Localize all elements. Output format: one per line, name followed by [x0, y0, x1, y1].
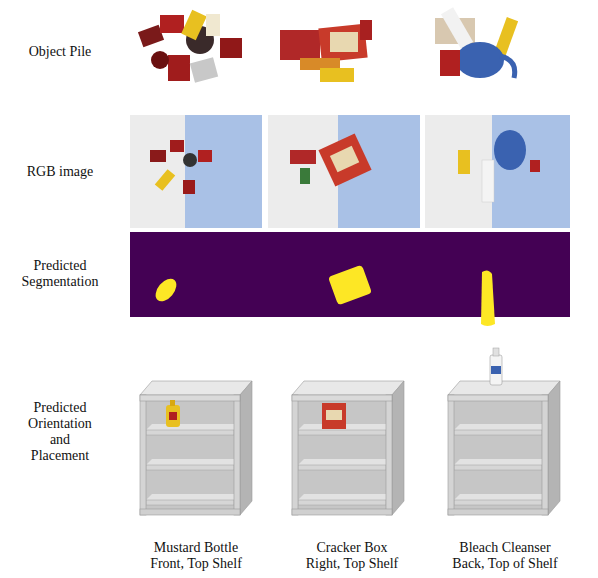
- column-caption: Bleach Cleanser Back, Top of Shelf: [443, 540, 567, 572]
- column-caption: Mustard Bottle Front, Top Shelf: [137, 540, 255, 572]
- object-pile: [138, 7, 518, 83]
- segmentation-mask: [130, 232, 570, 326]
- row-label: Object Pile: [5, 44, 115, 60]
- rgb-image: [130, 115, 570, 228]
- row-label: RGB image: [5, 164, 115, 180]
- shelf-placement: [140, 348, 560, 515]
- row-label: Predicted Orientation and Placement: [20, 400, 100, 464]
- row-label: Predicted Segmentation: [10, 258, 110, 290]
- column-caption: Cracker Box Right, Top Shelf: [302, 540, 402, 572]
